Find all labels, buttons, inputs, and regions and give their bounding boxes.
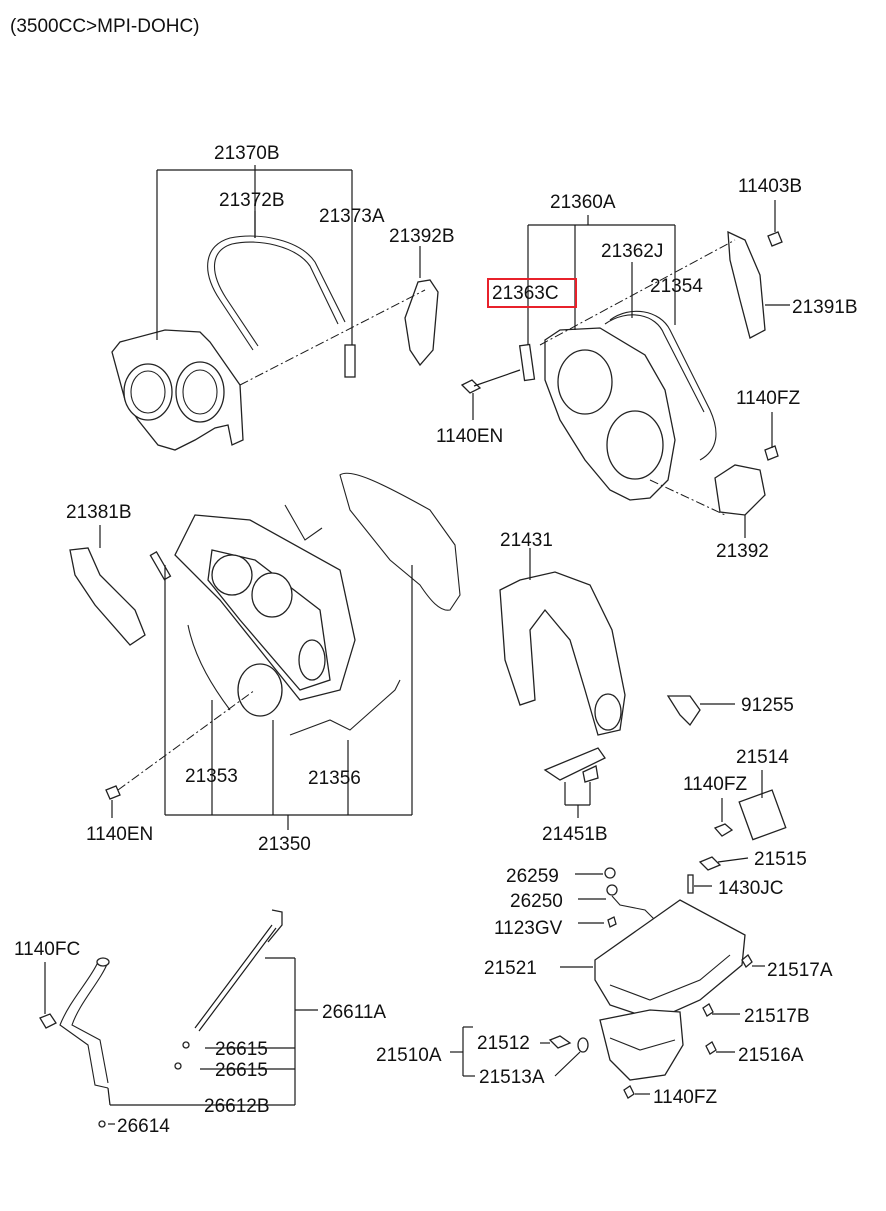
bolt-21516A bbox=[705, 1041, 717, 1055]
label-21363C[interactable]: 21363C bbox=[492, 283, 559, 304]
fitting-26259 bbox=[604, 867, 616, 879]
pin-1430JC bbox=[687, 874, 694, 894]
label-21514[interactable]: 21514 bbox=[736, 747, 789, 768]
label-21392[interactable]: 21392 bbox=[716, 541, 769, 562]
rear-plate-21431 bbox=[499, 571, 626, 736]
bolt-1140FZ-mid bbox=[713, 823, 734, 837]
label-21360A[interactable]: 21360A bbox=[550, 192, 616, 213]
label-26611A[interactable]: 26611A bbox=[322, 1002, 386, 1023]
gasket-strip-left bbox=[187, 624, 231, 711]
label-21350[interactable]: 21350 bbox=[258, 834, 311, 855]
dipstick-group bbox=[39, 909, 318, 1128]
bolt-1140FZ-lower bbox=[623, 1085, 635, 1099]
label-21391B[interactable]: 21391B bbox=[792, 297, 858, 318]
label-91255[interactable]: 91255 bbox=[741, 695, 794, 716]
label-26615-a[interactable]: 26615 bbox=[215, 1039, 268, 1060]
seal-21363C bbox=[518, 343, 536, 382]
label-26614[interactable]: 26614 bbox=[117, 1116, 170, 1137]
label-21373A[interactable]: 21373A bbox=[319, 206, 385, 227]
highlight-box-21363C bbox=[487, 278, 577, 308]
small-seal-21373A bbox=[344, 344, 356, 378]
bolt-21512 bbox=[548, 1035, 572, 1049]
o-ring-26615-a bbox=[182, 1041, 190, 1049]
label-21512[interactable]: 21512 bbox=[477, 1033, 530, 1054]
right-cover-hole-lower bbox=[606, 410, 664, 480]
crank-seal-21353 bbox=[237, 663, 283, 717]
label-21515[interactable]: 21515 bbox=[754, 849, 807, 870]
label-21392B[interactable]: 21392B bbox=[389, 226, 455, 247]
label-21451B[interactable]: 21451B bbox=[542, 824, 608, 845]
lower-cover-group bbox=[69, 472, 461, 830]
label-26612B[interactable]: 26612B bbox=[204, 1096, 270, 1117]
gasket-strip-21356 bbox=[289, 679, 401, 736]
label-21510A[interactable]: 21510A bbox=[376, 1045, 442, 1066]
label-21517A[interactable]: 21517A bbox=[767, 960, 833, 981]
label-21431[interactable]: 21431 bbox=[500, 530, 553, 551]
label-1140EN-upper[interactable]: 1140EN bbox=[436, 426, 503, 447]
label-21354[interactable]: 21354 bbox=[650, 276, 703, 297]
bolt-21517B bbox=[702, 1003, 714, 1017]
label-1430JC[interactable]: 1430JC bbox=[718, 878, 784, 899]
fitting-26250 bbox=[606, 884, 618, 896]
label-21521[interactable]: 21521 bbox=[484, 958, 537, 979]
label-21516A[interactable]: 21516A bbox=[738, 1045, 804, 1066]
bolt-1140EN-lower bbox=[105, 785, 121, 800]
rear-plate-group bbox=[499, 548, 787, 841]
label-21372B[interactable]: 21372B bbox=[219, 190, 285, 211]
right-cover-body bbox=[544, 327, 676, 501]
dipstick-rod bbox=[194, 924, 273, 1029]
right-timing-cover-group bbox=[460, 200, 790, 538]
part-labels: 21370B 21372B 21373A 21392B 21360A 11403… bbox=[14, 143, 858, 1137]
label-21381B[interactable]: 21381B bbox=[66, 502, 132, 523]
lower-oil-pan bbox=[599, 1009, 684, 1081]
label-21517B[interactable]: 21517B bbox=[744, 1006, 810, 1027]
engine-spec-title: (3500CC>MPI-DOHC) bbox=[10, 16, 200, 37]
label-21353[interactable]: 21353 bbox=[185, 766, 238, 787]
bolt-21515 bbox=[698, 856, 722, 871]
label-1140FZ-mid[interactable]: 1140FZ bbox=[683, 774, 747, 795]
upper-timing-cover-group bbox=[111, 165, 439, 451]
bracket-21392B bbox=[404, 279, 439, 367]
bolt-1140FZ-upper bbox=[764, 445, 779, 461]
label-21513A[interactable]: 21513A bbox=[479, 1067, 545, 1088]
label-1140FC[interactable]: 1140FC bbox=[14, 939, 80, 960]
bracket-21392 bbox=[714, 464, 766, 516]
bolt-11403B bbox=[767, 231, 783, 247]
bracket-21391B bbox=[727, 230, 766, 339]
label-21370B[interactable]: 21370B bbox=[214, 143, 280, 164]
label-1140FZ-upper[interactable]: 1140FZ bbox=[736, 388, 800, 409]
bracket-91255 bbox=[666, 695, 701, 727]
label-21362J[interactable]: 21362J bbox=[601, 241, 663, 262]
right-cover-hole-upper bbox=[557, 349, 613, 415]
oil-pan-group bbox=[450, 856, 765, 1099]
upper-oil-pan-21521 bbox=[594, 899, 746, 1021]
label-11403B[interactable]: 11403B bbox=[738, 176, 802, 197]
dipstick-handle bbox=[267, 909, 283, 943]
o-ring-26615-b bbox=[174, 1062, 182, 1070]
plug-21513A bbox=[577, 1037, 589, 1053]
label-26250[interactable]: 26250 bbox=[510, 891, 563, 912]
bolt-21517A bbox=[741, 954, 753, 968]
label-26259[interactable]: 26259 bbox=[506, 866, 559, 887]
label-1140FZ-lower[interactable]: 1140FZ bbox=[653, 1087, 717, 1108]
label-21356[interactable]: 21356 bbox=[308, 768, 361, 789]
timing-belt bbox=[339, 472, 461, 611]
sensor-21451B bbox=[543, 747, 606, 781]
gasket-21354 bbox=[609, 310, 717, 461]
label-26615-b[interactable]: 26615 bbox=[215, 1060, 268, 1081]
label-1140EN-lower[interactable]: 1140EN bbox=[86, 824, 153, 845]
bolt-1140FC bbox=[39, 1013, 57, 1029]
gasket-21514 bbox=[738, 789, 787, 841]
bracket-21381B bbox=[69, 547, 146, 646]
label-1123GV[interactable]: 1123GV bbox=[494, 918, 563, 939]
guide-tube-26612B bbox=[59, 961, 109, 1089]
upper-seal-21372B bbox=[207, 235, 346, 351]
bolt-1140EN-upper bbox=[460, 379, 482, 394]
o-ring-26614 bbox=[98, 1120, 106, 1128]
